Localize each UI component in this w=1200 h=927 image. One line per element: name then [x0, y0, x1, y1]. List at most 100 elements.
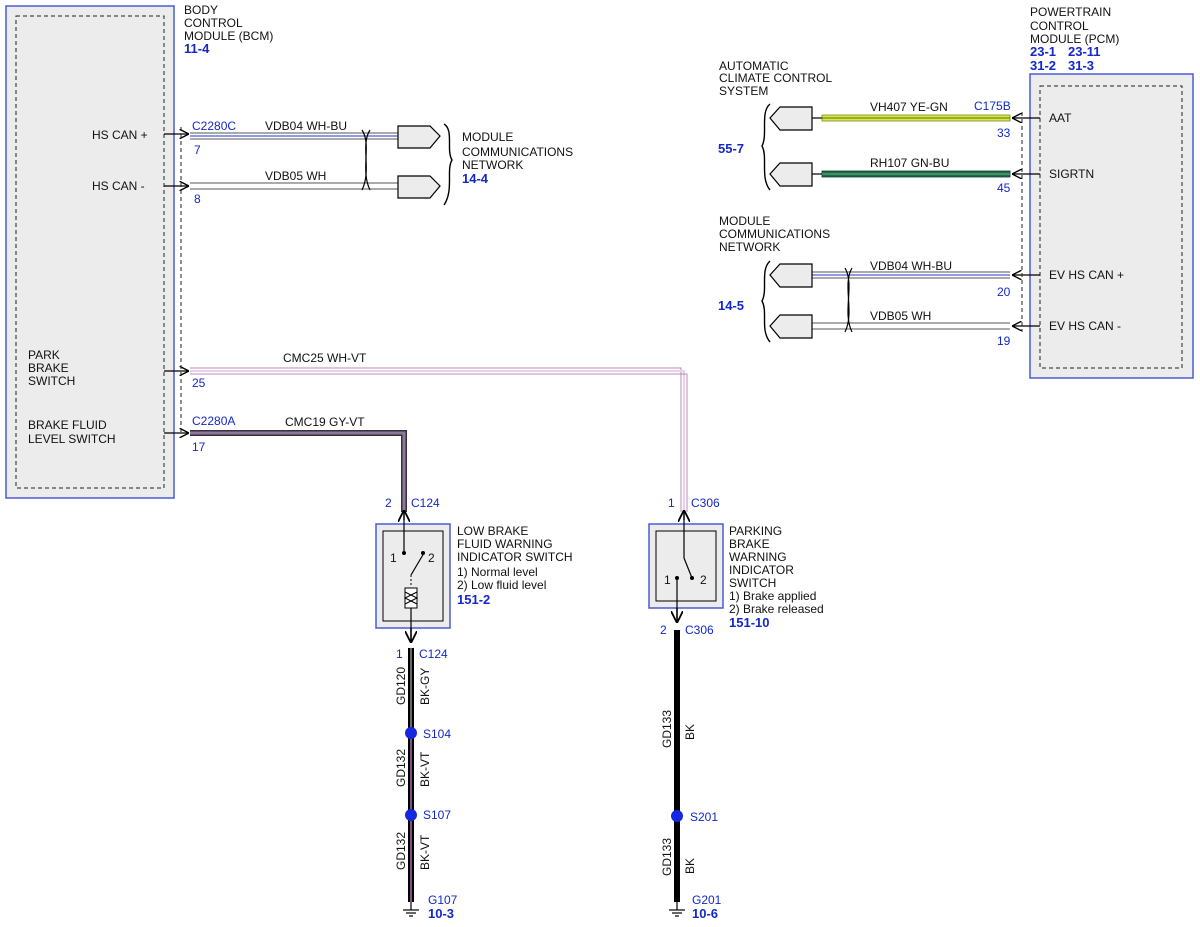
left-ground-g107: G107 — [428, 893, 458, 907]
left-splice-s104: S104 — [423, 727, 451, 741]
pcm-pin-20: 20 — [997, 285, 1011, 299]
right-wire-1-circuit: GD133 — [660, 710, 674, 748]
climate-ref: 55-7 — [718, 141, 744, 156]
pcm-network-wire-2: VDB05 WH — [870, 309, 931, 323]
bcm-pin-8: 8 — [194, 192, 201, 206]
left-wire-2-color: BK-VT — [418, 751, 432, 787]
right-splice-s201: S201 — [690, 810, 718, 824]
climate-label-1: AUTOMATIC — [719, 59, 789, 73]
low-brake-sw-1: 1 — [390, 551, 397, 565]
right-wire-1-color: BK — [683, 724, 697, 740]
bcm-pin-park-brake-1: PARK — [28, 348, 60, 362]
bcm-connector-c2280c: C2280C — [192, 119, 236, 133]
low-brake-ref: 151-2 — [457, 592, 490, 607]
pcm-network-wire-1: VDB04 WH-BU — [870, 259, 952, 273]
wire-cmc25-label: CMC25 WH-VT — [283, 351, 367, 365]
pcm-network-label-2: COMMUNICATIONS — [719, 227, 830, 241]
parking-bottom-connector: C306 — [685, 623, 714, 637]
pcm-pin-sigrtn: SIGRTN — [1049, 167, 1094, 181]
left-wire-3-circuit: GD132 — [394, 832, 408, 870]
pcm-network-label-3: NETWORK — [719, 240, 780, 254]
wire-cmc25 — [190, 367, 688, 512]
bcm-network-label-1: MODULE — [462, 130, 513, 144]
pcm-module — [1029, 73, 1194, 379]
left-ground-ref: 10-3 — [428, 906, 454, 921]
parking-sw-1: 1 — [664, 573, 671, 587]
left-ground-wires — [403, 648, 419, 917]
low-brake-label-1: LOW BRAKE — [457, 524, 528, 538]
parking-label-2: BRAKE — [729, 537, 770, 551]
climate-wires — [812, 114, 1011, 178]
bcm-network-wire-2: VDB05 WH — [265, 169, 326, 183]
low-brake-label-2: FLUID WARNING — [457, 537, 553, 551]
bcm-pin-brake-fluid-2: LEVEL SWITCH — [28, 432, 116, 446]
pcm-ref-1: 23-1 — [1030, 44, 1056, 59]
bcm-network-label-2: COMMUNICATIONS — [462, 145, 573, 159]
pcm-network-connector-icons — [761, 260, 813, 343]
pcm-network-wires — [812, 267, 1010, 333]
pcm-pin-ev-hs-can-plus: EV HS CAN + — [1049, 268, 1124, 282]
low-brake-top-connector: C124 — [411, 496, 440, 510]
low-brake-switch-box — [375, 520, 451, 640]
wire-cmc19-label: CMC19 GY-VT — [285, 415, 365, 429]
bcm-connector-c2280a: C2280A — [192, 414, 235, 428]
pcm-ref-4: 31-3 — [1068, 58, 1094, 73]
parking-ref: 151-10 — [729, 615, 769, 630]
pcm-connector-c175b: C175B — [974, 99, 1011, 113]
pcm-ref-3: 31-2 — [1030, 58, 1056, 73]
pcm-pin-aat: AAT — [1049, 111, 1072, 125]
parking-top-connector: C306 — [691, 496, 720, 510]
bcm-pin-25: 25 — [192, 376, 206, 390]
right-ground-ref: 10-6 — [692, 906, 718, 921]
pcm-ref-2: 23-11 — [1068, 44, 1101, 59]
pcm-network-ref: 14-5 — [718, 298, 744, 313]
pcm-pin-45: 45 — [997, 181, 1011, 195]
bcm-title-1: BODY — [184, 3, 218, 17]
bcm-title-2: CONTROL — [184, 16, 243, 30]
left-wire-1-color: BK-GY — [418, 668, 432, 705]
right-ground-g201: G201 — [692, 893, 722, 907]
parking-label-3: WARNING — [729, 550, 787, 564]
right-ground-wires — [669, 630, 685, 917]
pcm-pin-33: 33 — [997, 126, 1011, 140]
climate-label-2: CLIMATE CONTROL — [719, 71, 832, 85]
parking-label-1: PARKING — [729, 524, 782, 538]
bcm-title-3: MODULE (BCM) — [184, 29, 273, 43]
bcm-pin-hs-can-minus: HS CAN - — [92, 179, 145, 193]
wire-cmc19 — [190, 430, 407, 512]
left-splice-s107: S107 — [423, 808, 451, 822]
low-brake-state-2: 2) Low fluid level — [457, 578, 546, 592]
right-wire-2-circuit: GD133 — [660, 838, 674, 876]
parking-label-5: SWITCH — [729, 576, 776, 590]
bcm-network-label-3: NETWORK — [462, 158, 523, 172]
pcm-network-label-1: MODULE — [719, 214, 770, 228]
climate-connector-icons — [761, 103, 813, 191]
low-brake-bottom-connector: C124 — [419, 647, 448, 661]
bcm-ref: 11-4 — [184, 41, 210, 56]
bcm-network-connector-icons — [397, 123, 453, 206]
left-wire-1-circuit: GD120 — [394, 667, 408, 705]
pcm-title-2: CONTROL — [1030, 19, 1089, 33]
bcm-pin-hs-can-plus: HS CAN + — [92, 128, 148, 142]
low-brake-label-3: INDICATOR SWITCH — [457, 550, 573, 564]
climate-wire-2: RH107 GN-BU — [870, 156, 949, 170]
parking-state-2: 2) Brake released — [729, 602, 824, 616]
bcm-network-wire-1: VDB04 WH-BU — [265, 119, 347, 133]
parking-bottom-pin: 2 — [660, 623, 667, 637]
right-wire-2-color: BK — [683, 858, 697, 874]
parking-label-4: INDICATOR — [729, 563, 794, 577]
left-wire-2-circuit: GD132 — [394, 749, 408, 787]
bcm-pin-park-brake-3: SWITCH — [28, 374, 75, 388]
low-brake-state-1: 1) Normal level — [457, 565, 538, 579]
parking-state-1: 1) Brake applied — [729, 589, 816, 603]
bcm-network-wires — [190, 129, 398, 191]
bcm-pin-brake-fluid-1: BRAKE FLUID — [28, 418, 107, 432]
climate-wire-1: VH407 YE-GN — [870, 100, 948, 114]
pcm-title-1: POWERTRAIN — [1030, 5, 1111, 19]
pcm-pin-19: 19 — [997, 334, 1011, 348]
climate-label-3: SYSTEM — [719, 84, 768, 98]
bcm-module — [5, 5, 175, 499]
pcm-title-3: MODULE (PCM) — [1030, 32, 1119, 46]
bcm-network-ref: 14-4 — [462, 171, 489, 186]
